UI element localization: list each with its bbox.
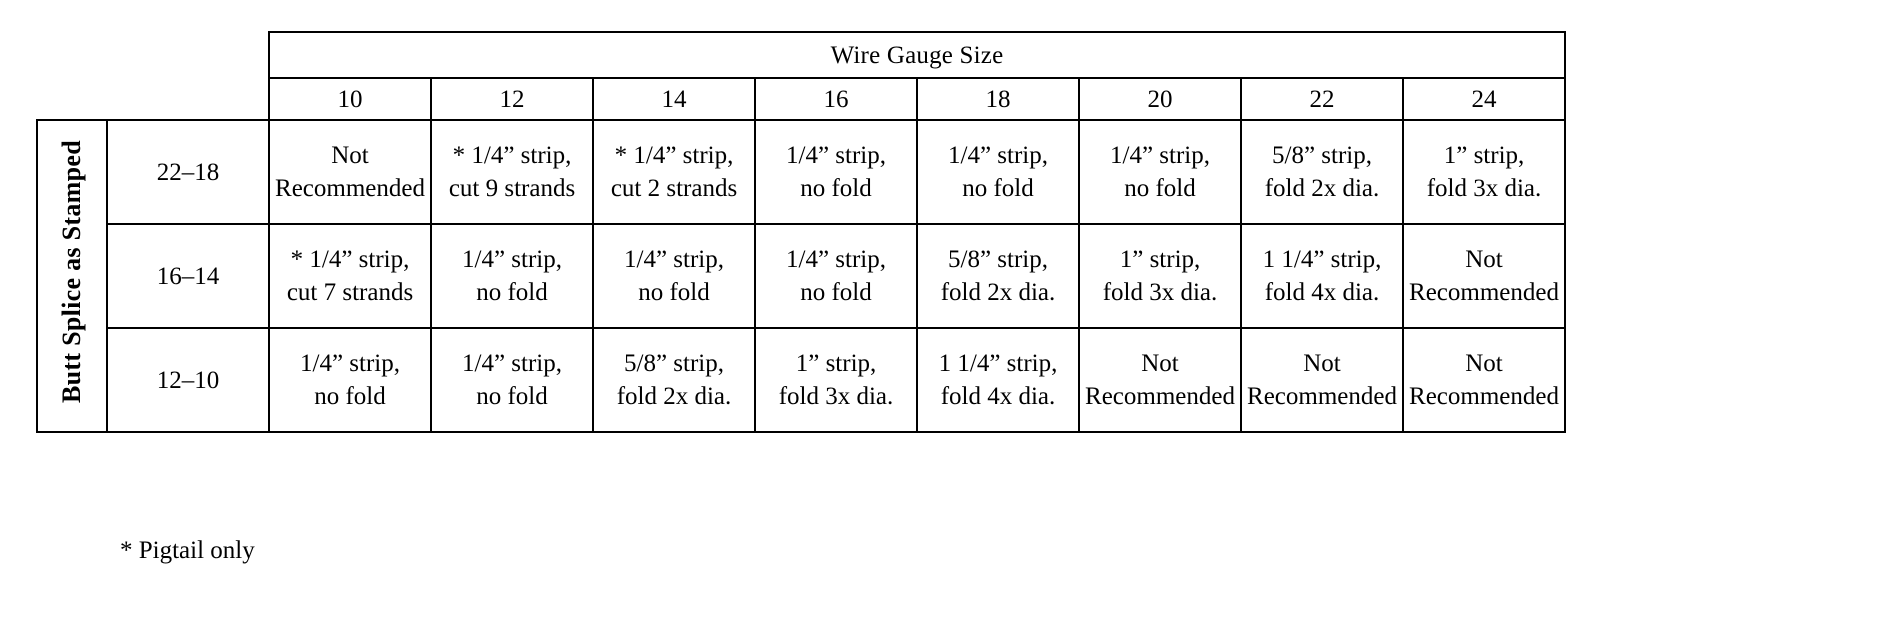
column-header-gauge-14: 14 (592, 77, 756, 121)
cell-22-18-gauge-22: 5/8” strip, fold 2x dia. (1240, 119, 1404, 225)
cell-line-2: fold 3x dia. (1426, 175, 1542, 202)
cell-12-10-gauge-16: 1” strip, fold 3x dia. (754, 327, 918, 433)
cell-line-2: Recommended (1409, 279, 1559, 306)
cell-line-2: cut 2 strands (610, 175, 738, 202)
column-header-gauge-22: 22 (1240, 77, 1404, 121)
cell-line-1: Not (1465, 350, 1503, 377)
cell-line-2: no fold (476, 383, 548, 410)
cell-16-14-gauge-14: 1/4” strip, no fold (592, 223, 756, 329)
cell-line-2: no fold (1124, 175, 1196, 202)
cell-16-14-gauge-10: * 1/4” strip, cut 7 strands (268, 223, 432, 329)
cell-line-2: fold 2x dia. (940, 279, 1056, 306)
cell-line-1: 5/8” strip, (948, 246, 1048, 273)
cell-line-1: * 1/4” strip, (290, 246, 410, 273)
cell-16-14-gauge-12: 1/4” strip, no fold (430, 223, 594, 329)
cell-line-2: no fold (314, 383, 386, 410)
side-label-butt-splice-as-stamped: Butt Splice as Stamped (36, 119, 108, 433)
gauge-header-row: 10 12 14 16 18 20 22 24 (37, 77, 1566, 121)
cell-12-10-gauge-10: 1/4” strip, no fold (268, 327, 432, 433)
cell-22-18-gauge-10: Not Recommended (268, 119, 432, 225)
column-header-gauge-18: 18 (916, 77, 1080, 121)
cell-22-18-gauge-16: 1/4” strip, no fold (754, 119, 918, 225)
cell-line-2: Recommended (1085, 383, 1235, 410)
cell-line-1: * 1/4” strip, (614, 142, 734, 169)
cell-line-1: 1” strip, (1119, 246, 1201, 273)
cell-line-2: no fold (800, 175, 872, 202)
wire-gauge-table: Wire Gauge Size 10 12 14 16 18 20 22 24 … (36, 31, 1566, 433)
cell-line-2: no fold (476, 279, 548, 306)
column-header-gauge-24: 24 (1402, 77, 1566, 121)
cell-22-18-gauge-18: 1/4” strip, no fold (916, 119, 1080, 225)
cell-22-18-gauge-14: * 1/4” strip, cut 2 strands (592, 119, 756, 225)
cell-line-1: 1/4” strip, (786, 142, 886, 169)
cell-line-2: fold 2x dia. (616, 383, 732, 410)
cell-line-1: 1/4” strip, (462, 246, 562, 273)
column-header-gauge-20: 20 (1078, 77, 1242, 121)
cell-22-18-gauge-20: 1/4” strip, no fold (1078, 119, 1242, 225)
cell-16-14-gauge-18: 5/8” strip, fold 2x dia. (916, 223, 1080, 329)
cell-12-10-gauge-12: 1/4” strip, no fold (430, 327, 594, 433)
row-header-12-10: 12–10 (106, 327, 270, 433)
cell-16-14-gauge-20: 1” strip, fold 3x dia. (1078, 223, 1242, 329)
group-header-wire-gauge-size: Wire Gauge Size (268, 31, 1566, 79)
column-header-gauge-16: 16 (754, 77, 918, 121)
cell-line-2: no fold (962, 175, 1034, 202)
cell-16-14-gauge-16: 1/4” strip, no fold (754, 223, 918, 329)
cell-12-10-gauge-14: 5/8” strip, fold 2x dia. (592, 327, 756, 433)
corner-blank-rowlabel (107, 32, 269, 78)
cell-line-2: fold 4x dia. (940, 383, 1056, 410)
cell-line-1: 1 1/4” strip, (1262, 246, 1382, 273)
cell-line-1: * 1/4” strip, (452, 142, 572, 169)
cell-line-1: 1/4” strip, (624, 246, 724, 273)
cell-line-1: Not (1465, 246, 1503, 273)
footnote-pigtail-only: * Pigtail only (120, 537, 255, 564)
cell-line-1: 1/4” strip, (786, 246, 886, 273)
cell-22-18-gauge-12: * 1/4” strip, cut 9 strands (430, 119, 594, 225)
cell-12-10-gauge-24: Not Recommended (1402, 327, 1566, 433)
cell-line-1: 5/8” strip, (624, 350, 724, 377)
row-header-16-14: 16–14 (106, 223, 270, 329)
cell-line-2: Recommended (1247, 383, 1397, 410)
cell-line-2: no fold (800, 279, 872, 306)
cell-line-2: Recommended (1409, 383, 1559, 410)
cell-line-1: 1 1/4” strip, (938, 350, 1058, 377)
row-header-22-18: 22–18 (106, 119, 270, 225)
cell-line-1: Not (1141, 350, 1179, 377)
cell-line-2: fold 2x dia. (1264, 175, 1380, 202)
cell-22-18-gauge-24: 1” strip, fold 3x dia. (1402, 119, 1566, 225)
group-header-row: Wire Gauge Size (37, 31, 1566, 79)
column-header-gauge-10: 10 (268, 77, 432, 121)
cell-line-2: no fold (638, 279, 710, 306)
cell-line-1: 1” strip, (1443, 142, 1525, 169)
column-header-gauge-12: 12 (430, 77, 594, 121)
table-row: 12–10 1/4” strip, no fold 1/4” strip, no… (37, 327, 1566, 433)
cell-12-10-gauge-22: Not Recommended (1240, 327, 1404, 433)
corner-blank-left-2 (37, 78, 107, 120)
cell-line-1: 5/8” strip, (1272, 142, 1372, 169)
cell-line-2: fold 3x dia. (778, 383, 894, 410)
table-body: Wire Gauge Size 10 12 14 16 18 20 22 24 … (36, 31, 1566, 433)
cell-line-2: fold 4x dia. (1264, 279, 1380, 306)
cell-line-1: 1” strip, (795, 350, 877, 377)
cell-line-1: Not (331, 142, 369, 169)
corner-blank-rowlabel-2 (107, 78, 269, 120)
cell-line-1: 1/4” strip, (1110, 142, 1210, 169)
cell-line-2: fold 3x dia. (1102, 279, 1218, 306)
cell-line-1: 1/4” strip, (462, 350, 562, 377)
cell-line-2: cut 9 strands (448, 175, 576, 202)
cell-16-14-gauge-24: Not Recommended (1402, 223, 1566, 329)
cell-16-14-gauge-22: 1 1/4” strip, fold 4x dia. (1240, 223, 1404, 329)
cell-12-10-gauge-20: Not Recommended (1078, 327, 1242, 433)
side-label-text: Butt Splice as Stamped (56, 139, 86, 404)
cell-line-2: cut 7 strands (286, 279, 414, 306)
corner-blank-left (37, 32, 107, 78)
cell-line-2: Recommended (275, 175, 425, 202)
cell-line-1: Not (1303, 350, 1341, 377)
table-row: Butt Splice as Stamped 22–18 Not Recomme… (36, 119, 1566, 433)
table-row: 16–14 * 1/4” strip, cut 7 strands 1/4” s… (37, 223, 1566, 329)
cell-line-1: 1/4” strip, (948, 142, 1048, 169)
cell-12-10-gauge-18: 1 1/4” strip, fold 4x dia. (916, 327, 1080, 433)
cell-line-1: 1/4” strip, (300, 350, 400, 377)
